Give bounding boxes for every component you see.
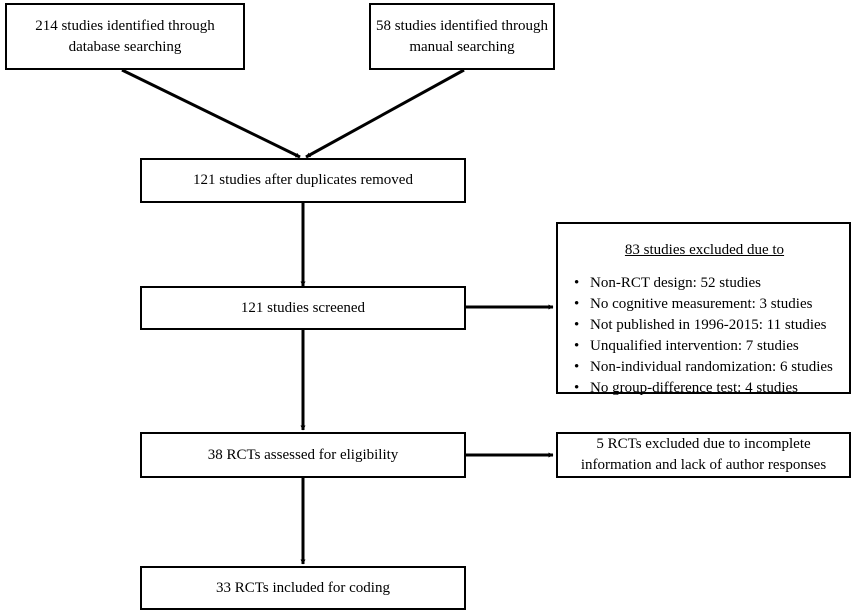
screening-exclusions-box: 83 studies excluded due to Non-RCT desig… [556, 222, 851, 399]
studies-screened-box: 121 studies screened [140, 286, 466, 330]
duplicates-removed-text: 121 studies after duplicates removed [193, 172, 413, 188]
manual-search-line1: 58 studies identified through [375, 17, 549, 34]
manual-search-box: 58 studies identified through manual sea… [369, 3, 555, 70]
exclusion-reasons-list: Non-RCT design: 52 studies No cognitive … [570, 273, 839, 399]
database-search-line1: 214 studies identified through [35, 17, 215, 34]
included-for-coding-box: 33 RCTs included for coding [140, 566, 466, 610]
eligibility-assessment-box: 38 RCTs assessed for eligibility [140, 432, 466, 478]
exclusion-reason: Not published in 1996-2015: 11 studies [570, 315, 839, 336]
exclusion-reason: Non-RCT design: 52 studies [570, 273, 839, 294]
arrow-manual-to-dedup [305, 68, 465, 159]
eligibility-exclusions-box: 5 RCTs excluded due to incomplete inform… [556, 432, 851, 478]
database-search-line2: database searching [68, 38, 182, 55]
exclusion-reason: No group-difference test: 4 studies [570, 378, 839, 399]
screening-exclusions-title: 83 studies excluded due to [624, 242, 785, 258]
included-for-coding-text: 33 RCTs included for coding [216, 579, 390, 596]
eligibility-exclusions-line1: 5 RCTs excluded due to incomplete [596, 436, 811, 452]
arrow-database-to-dedup [121, 68, 301, 159]
exclusion-reason: Unqualified intervention: 7 studies [570, 336, 839, 357]
eligibility-exclusions-line2: information and lack of author responses [580, 457, 827, 473]
exclusion-reason: Non-individual randomization: 6 studies [570, 357, 839, 378]
duplicates-removed-box: 121 studies after duplicates removed [140, 158, 466, 203]
manual-search-line2: manual searching [409, 38, 515, 55]
studies-screened-text: 121 studies screened [240, 299, 366, 316]
database-search-box: 214 studies identified through database … [5, 3, 245, 70]
eligibility-assessment-text: 38 RCTs assessed for eligibility [207, 446, 399, 463]
exclusion-reason: No cognitive measurement: 3 studies [570, 294, 839, 315]
